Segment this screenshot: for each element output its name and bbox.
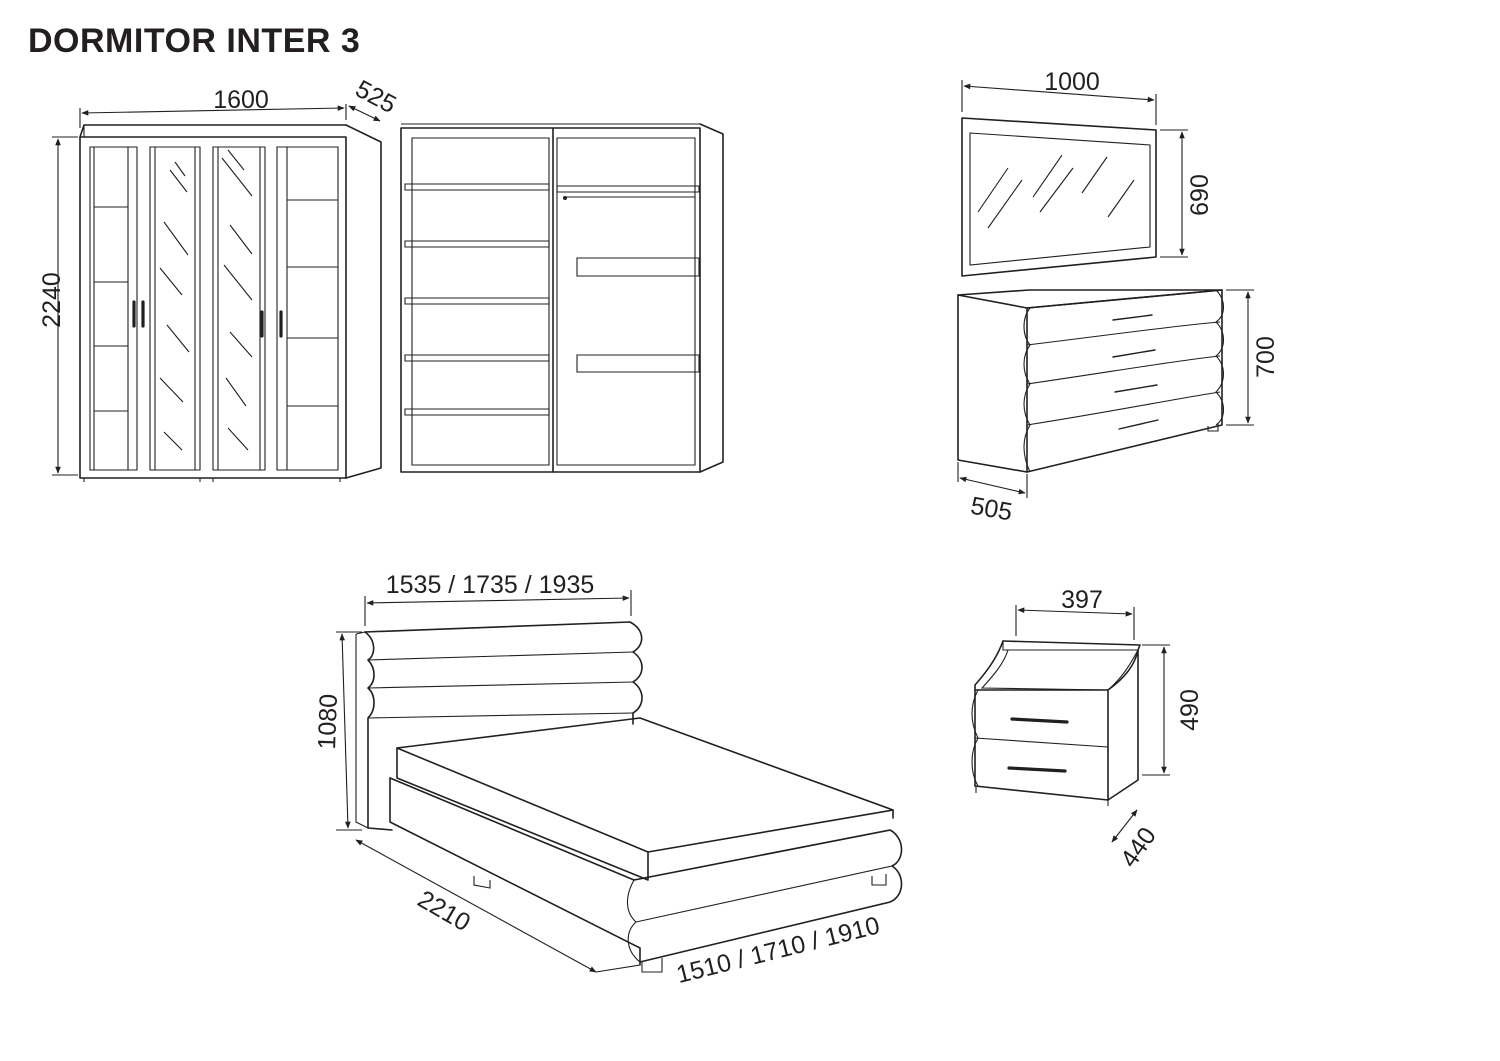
bed-headboard-height-label: 1080 <box>313 693 343 750</box>
wardrobe-front <box>79 124 382 482</box>
bed: 1535 / 1735 / 1935 1080 2210 1510 / 1710… <box>313 571 903 989</box>
dresser-height-label: 700 <box>1252 336 1280 378</box>
mirror-width-label: 1000 <box>1044 68 1100 96</box>
nightstand-width-label: 397 <box>1061 586 1103 614</box>
mirror: 1000 690 <box>961 68 1214 277</box>
nightstand: 397 490 440 <box>971 586 1204 873</box>
dresser: 700 505 <box>957 289 1280 527</box>
wardrobe-height-label: 2240 <box>38 272 66 328</box>
bed-width-label: 1510 / 1710 / 1910 <box>674 911 883 989</box>
dresser-depth-label: 505 <box>968 492 1014 527</box>
mirror-height-label: 690 <box>1186 174 1214 216</box>
page-title: DORMITOR INTER 3 <box>28 22 361 60</box>
bed-length-label: 2210 <box>413 885 475 937</box>
wardrobe-interior <box>400 123 724 473</box>
nightstand-height-label: 490 <box>1176 689 1204 731</box>
bed-headboard-width-label: 1535 / 1735 / 1935 <box>386 571 595 599</box>
wardrobe-width-label: 1600 <box>213 86 269 114</box>
wardrobe-depth-label: 525 <box>351 75 401 119</box>
